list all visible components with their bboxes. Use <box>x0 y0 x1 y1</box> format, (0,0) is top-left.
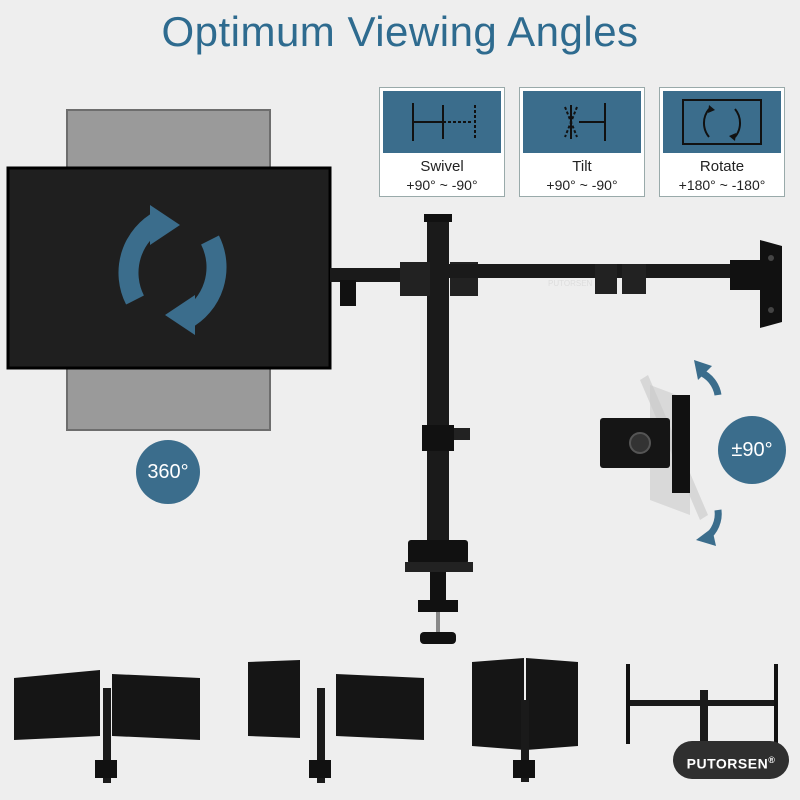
arm-brand-text: PUTORSEN <box>548 279 593 288</box>
tilt-badge: ±90° <box>718 416 786 484</box>
tilt-mount-detail <box>600 375 708 520</box>
brand-name: PUTORSEN <box>686 755 769 772</box>
feature-name: Swivel <box>420 158 464 175</box>
page-title: Optimum Viewing Angles <box>161 8 639 55</box>
vesa-plate <box>760 240 782 328</box>
config-dual-landscape <box>14 670 200 783</box>
feature-range: +90° ~ -90° <box>546 177 618 193</box>
swivel-icon <box>383 91 501 153</box>
tilt-icon <box>523 91 641 153</box>
config-portrait-landscape <box>248 660 424 783</box>
feature-range: +90° ~ -90° <box>406 177 478 193</box>
brand-logo: PUTORSEN® <box>673 741 789 779</box>
feature-name: Tilt <box>572 158 592 175</box>
feature-range: +180° ~ -180° <box>678 177 766 193</box>
rotate-icon <box>663 91 781 153</box>
feature-card-tilt: Tilt +90° ~ -90° <box>519 87 645 197</box>
mount-pole <box>427 218 449 548</box>
config-side-view <box>626 664 778 750</box>
feature-card-rotate: Rotate +180° ~ -180° <box>659 87 785 197</box>
feature-name: Rotate <box>699 158 745 175</box>
brand-mark: ® <box>768 755 776 765</box>
feature-card-swivel: Swivel +90° ~ -90° <box>379 87 505 197</box>
tilt-up-arrow-icon <box>698 368 722 396</box>
monitor-screen <box>6 166 332 370</box>
config-dual-portrait <box>472 658 578 782</box>
rotation-badge: 360° <box>136 440 200 504</box>
